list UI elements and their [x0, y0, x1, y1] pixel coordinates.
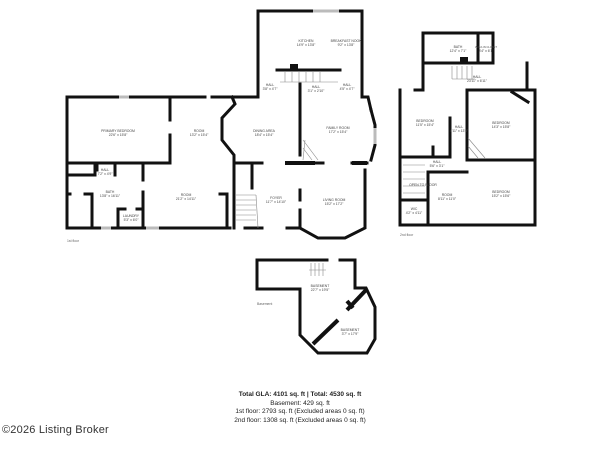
- room-name: KITCHEN: [299, 39, 314, 43]
- room-name: BREAKFAST NOOK: [331, 39, 363, 43]
- room-dimensions: 11'7" x 14'10": [266, 200, 287, 204]
- room-dimensions: 9'2" x 13'8": [338, 43, 356, 47]
- room-dimensions: 11'5" x 15'4": [416, 123, 435, 127]
- room-name: HALL: [455, 125, 464, 129]
- second-floor-plan: BATH 12'4" x 7'1" WALK-IN CLOSET 3'4" x …: [398, 31, 537, 237]
- room-dimensions: 12'4" x 7'1": [450, 49, 468, 53]
- room-dimensions: 4'11" x 13'5": [450, 129, 469, 133]
- room-dimensions: 13'8" x 16'11": [100, 194, 121, 198]
- room-dimensions: 7'2" x 4'9": [98, 172, 114, 176]
- room-dimensions: 15'2" x 17'2": [325, 202, 344, 206]
- room-dimensions: 13'2" x 15'4": [190, 133, 209, 137]
- area-summary: Total GLA: 4101 sq. ft | Total: 4530 sq.…: [200, 391, 400, 425]
- basement-plan: BASEMENT 22'7" x 19'5" BASEMENT 3'7" x 1…: [255, 258, 377, 355]
- room-dimensions: 4'2" x 4'11": [406, 211, 423, 215]
- room-dimensions: 22'7" x 19'5": [311, 288, 330, 292]
- room-dimensions: 8'11" x 11'0": [438, 197, 457, 201]
- first-floor-area: 1st floor: 2793 sq. ft (Excluded areas 0…: [235, 408, 365, 415]
- room-name: WIC: [411, 207, 418, 211]
- room-dimensions: 23'11" x 6'11": [467, 79, 488, 83]
- room-name: HALL: [101, 168, 110, 172]
- room-dimensions: 3'8" x 4'7": [263, 87, 279, 91]
- first-floor-plan: KITCHEN 14'9" x 13'8" BREAKFAST NOOK 9'2…: [65, 9, 377, 243]
- room-name: HALL: [433, 160, 442, 164]
- room-name: BEDROOM: [416, 119, 434, 123]
- room-dimensions: 15'2" x 15'6": [492, 194, 511, 198]
- room-name: HALL: [312, 85, 321, 89]
- room-dimensions: 22'6" x 15'8": [109, 133, 128, 137]
- room-dimensions: 18'4" x 15'4": [255, 133, 274, 137]
- room-name: LIVING ROOM: [323, 198, 346, 202]
- copyright-watermark: ©2026 Listing Broker: [2, 424, 109, 436]
- room-name: PRIMARY BEDROOM: [101, 129, 135, 133]
- room-dimensions: 5'3" x 6'0": [124, 218, 140, 222]
- total-area: Total GLA: 4101 sq. ft | Total: 4530 sq.…: [238, 391, 362, 398]
- room-dimensions: 3'1" x 2'10": [308, 89, 326, 93]
- room-dimensions: 5'6" x 3'1": [430, 164, 446, 168]
- room-name: HALL: [473, 75, 482, 79]
- room-name: BASEMENT: [311, 284, 330, 288]
- room-name: LAUNDRY: [123, 214, 140, 218]
- room-name: FOYER: [270, 196, 282, 200]
- basement-area: Basement: 429 sq. ft: [270, 399, 330, 407]
- room-name: ROOM: [181, 193, 192, 197]
- room-name: WALK-IN CLOSET: [475, 45, 497, 49]
- room-name: BATH: [106, 190, 115, 194]
- room-dimensions: 3'7" x 17'9": [342, 332, 360, 336]
- room-dimensions: 17'2" x 15'4": [329, 130, 348, 134]
- room-dimensions: 14'9" x 13'8": [297, 43, 316, 47]
- floor-label: 2nd floor: [400, 233, 414, 237]
- second-floor-area: 2nd floor: 1308 sq. ft (Excluded areas 0…: [234, 416, 366, 424]
- room-name: BEDROOM: [492, 121, 510, 125]
- room-name: DINING AREA: [253, 129, 276, 133]
- room-dimensions: 21'2" x 14'11": [176, 197, 197, 201]
- room-name: FAMILY ROOM: [326, 126, 349, 130]
- room-dimensions: 4'5" x 4'7": [340, 87, 356, 91]
- floor-label: Basement: [257, 302, 272, 306]
- room-name: ROOM: [442, 193, 453, 197]
- room-name: BEDROOM: [492, 190, 510, 194]
- floor-label: 1st floor: [67, 239, 80, 243]
- room-name: BASEMENT: [341, 328, 360, 332]
- room-dimensions: 14'3" x 15'8": [492, 125, 511, 129]
- room-name: HALL: [266, 83, 275, 87]
- room-dimensions: 3'4" x 6'1": [479, 49, 495, 53]
- room-name: HALL: [343, 83, 352, 87]
- room-name: ROOM: [194, 129, 205, 133]
- room-name: BATH: [454, 45, 463, 49]
- room-name: OPEN TO FLOOR: [409, 183, 437, 187]
